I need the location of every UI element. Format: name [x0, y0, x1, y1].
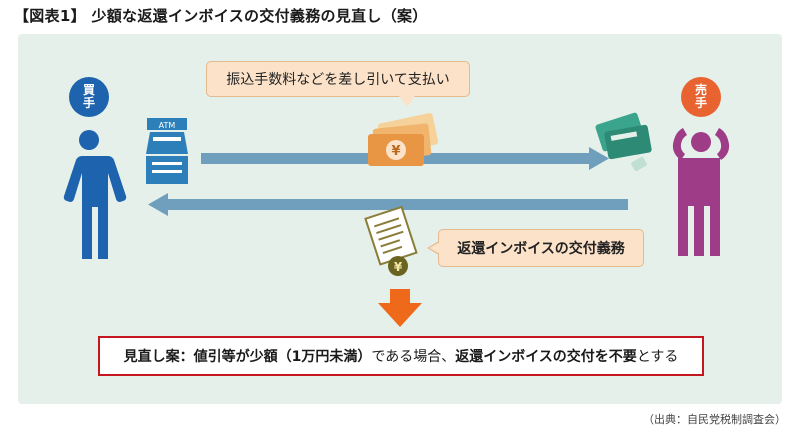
proposal-connector: である場合、	[371, 349, 456, 365]
payment-note-text: 振込手数料などを差し引いて支払い	[226, 72, 450, 88]
proposal-box: 見直し案：値引等が少額（1万円未満）である場合、返還インボイスの交付を不要とする	[98, 336, 704, 376]
buyer-badge: 買 手	[69, 77, 109, 117]
invoice-document-icon: ¥	[364, 205, 418, 276]
seller-badge: 売 手	[681, 77, 721, 117]
money-bills-icon: ¥	[368, 113, 439, 166]
svg-text:¥: ¥	[391, 144, 400, 159]
proposal-effect: 返還インボイスの交付を不要	[455, 349, 637, 365]
payment-note-callout: 振込手数料などを差し引いて支払い	[206, 61, 470, 107]
atm-icon: ATM	[146, 118, 188, 184]
figure-title: 【図表1】 少額な返還インボイスの交付義務の見直し（案）	[14, 7, 428, 25]
seller-person-icon	[672, 128, 730, 256]
proposal-lead: 見直し案：	[123, 349, 194, 365]
duty-note-text: 返還インボイスの交付義務	[457, 241, 625, 257]
source-note: （出典：自民党税制調査会）	[643, 413, 786, 426]
down-arrow	[378, 289, 422, 327]
atm-label: ATM	[159, 121, 176, 130]
proposal-condition: 値引等が少額（1万円未満）	[193, 349, 372, 365]
payment-card-icon	[595, 112, 652, 172]
return-invoice-arrow	[148, 193, 628, 216]
buyer-person-icon	[63, 130, 127, 259]
proposal-ending: とする	[636, 349, 679, 365]
svg-text:¥: ¥	[394, 260, 403, 274]
duty-note-callout: 返還インボイスの交付義務	[427, 229, 644, 267]
